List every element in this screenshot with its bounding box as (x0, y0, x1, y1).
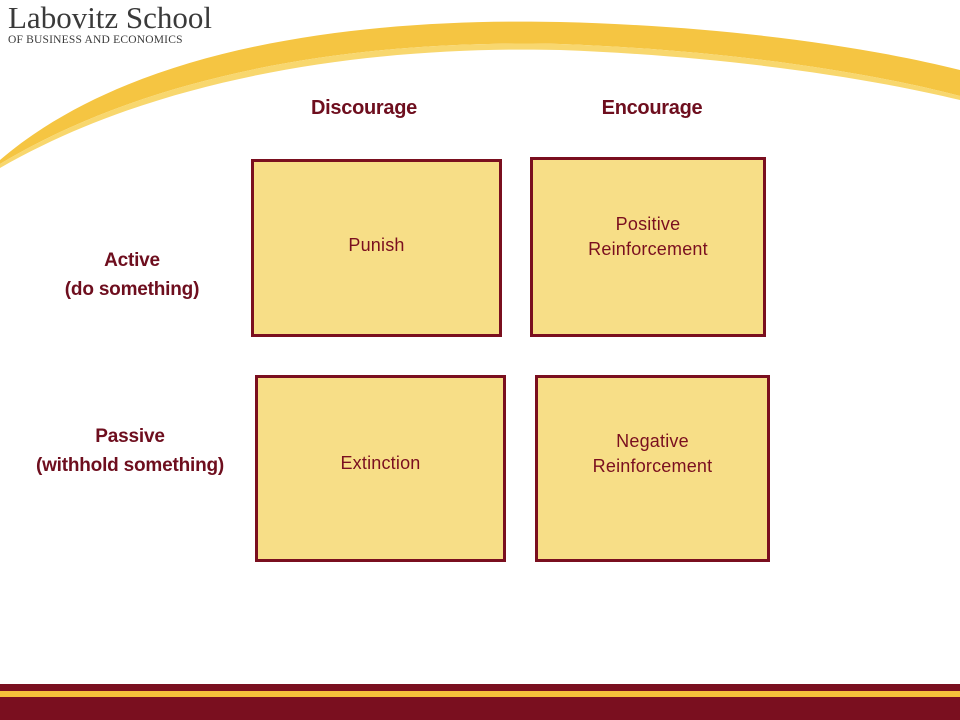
row-header-active-title: Active (104, 250, 160, 271)
logo-subtitle: OF BUSINESS AND ECONOMICS (8, 34, 183, 46)
footer-gold-stripe (0, 691, 960, 697)
column-header-encourage: Encourage (601, 97, 703, 119)
row-header-passive-title: Passive (95, 426, 165, 447)
row-header-passive-subtitle: (withhold something) (35, 455, 225, 476)
gold-swoosh-decoration (0, 21, 960, 168)
row-header-active-subtitle: (do something) (64, 279, 200, 300)
school-logo: Labovitz School OF BUSINESS AND ECONOMIC… (8, 2, 228, 47)
cell-positive-reinforcement: Positive Reinforcement (530, 157, 766, 337)
cell-positive-reinforcement-label: Positive Reinforcement (588, 214, 708, 259)
cell-negative-reinforcement-label: Negative Reinforcement (592, 430, 713, 476)
cell-negative-reinforcement: Negative Reinforcement (535, 375, 770, 562)
footer-maroon-stripe (0, 684, 960, 691)
footer-maroon-band (0, 697, 960, 720)
column-header-discourage: Discourage (311, 97, 417, 119)
cell-punish: Punish (251, 159, 502, 337)
logo-name: Labovitz School (8, 0, 213, 35)
row-header-active: Active (do something) (12, 246, 252, 304)
cell-extinction-label: Extinction (340, 453, 421, 473)
cell-extinction: Extinction (255, 375, 506, 562)
row-header-passive: Passive (withhold something) (10, 422, 250, 480)
cell-punish-label: Punish (348, 234, 405, 255)
